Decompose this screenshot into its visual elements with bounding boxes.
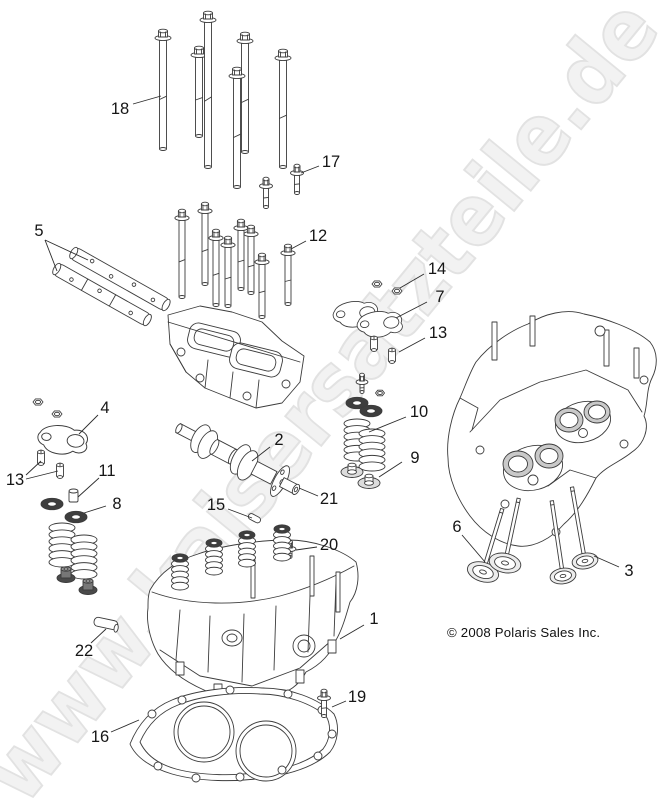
callout-leader-1 (339, 624, 365, 640)
callout-4: 4 (100, 399, 109, 417)
callout-20: 20 (320, 536, 338, 554)
copyright-text: © 2008 Polaris Sales Inc. (447, 625, 600, 640)
cam-carrier-housing (167, 305, 305, 409)
exhaust-valves (549, 486, 599, 585)
callout-leader-17 (300, 165, 320, 174)
callout-1: 1 (369, 610, 378, 628)
cylinder-head (147, 539, 359, 702)
valve-springs-left (48, 522, 98, 595)
callout-13: 13 (6, 471, 24, 489)
head-gasket (129, 685, 338, 783)
callout-leader-2 (251, 446, 271, 462)
callout-leader-7 (395, 301, 428, 319)
callout-leader-3 (593, 555, 620, 568)
short-bolts-17 (259, 163, 304, 209)
callout-leader-15 (227, 508, 253, 519)
callout-16: 16 (91, 728, 109, 746)
callout-leader-4 (78, 414, 99, 435)
callout-leader-5 (44, 239, 58, 272)
callout-leader-16 (110, 719, 140, 733)
callout-leader-9 (378, 461, 403, 478)
callout-leader-13 (398, 337, 426, 353)
callout-13: 13 (429, 324, 447, 342)
callout-3: 3 (624, 562, 633, 580)
callout-18: 18 (111, 100, 129, 118)
camshaft (175, 423, 301, 497)
callout-8: 8 (112, 495, 121, 513)
callout-layer: 18 17 5 12 14 7 13 10 9 4 13 11 8 2 21 15 20 1 22 19 16 6 3 (6, 95, 634, 746)
medium-bolts-12 (174, 201, 296, 319)
callout-leader-8 (83, 505, 107, 514)
callout-6: 6 (452, 518, 461, 536)
callout-7: 7 (435, 288, 444, 306)
installed-springs (171, 524, 291, 591)
callout-leader-14 (399, 273, 425, 289)
callout-leader-6 (461, 534, 486, 563)
head-bolts-long (154, 10, 292, 189)
callout-leader-19 (331, 700, 347, 708)
callout-leader-22 (90, 628, 107, 644)
rocker-arm-left (32, 398, 88, 524)
callout-leader-20 (295, 546, 318, 551)
callout-14: 14 (428, 260, 446, 278)
callout-9: 9 (410, 449, 419, 467)
callout-leader-21 (298, 487, 319, 497)
callout-17: 17 (322, 153, 340, 171)
rocker-arms-right (332, 280, 403, 364)
callout-2: 2 (274, 431, 283, 449)
callout-leader-10 (368, 416, 407, 433)
callout-15: 15 (207, 496, 225, 514)
valve-springs-center (340, 372, 386, 489)
callout-10: 10 (410, 403, 428, 421)
callout-leader-5 (44, 239, 89, 261)
callout-19: 19 (348, 688, 366, 706)
callout-12: 12 (309, 227, 327, 245)
callout-leader-13 (25, 460, 42, 476)
assembled-cylinder-head-right (447, 311, 657, 547)
callout-21: 21 (320, 490, 338, 508)
generated-parts (32, 10, 599, 718)
intake-valves (466, 497, 522, 583)
callout-11: 11 (98, 462, 115, 480)
callout-leader-13 (25, 470, 59, 480)
callout-leader-12 (290, 240, 307, 250)
callout-leader-11 (77, 477, 100, 498)
callout-leader-18 (132, 95, 162, 105)
callout-22: 22 (75, 642, 93, 660)
rocker-shafts (52, 246, 171, 327)
callout-5: 5 (34, 222, 43, 240)
